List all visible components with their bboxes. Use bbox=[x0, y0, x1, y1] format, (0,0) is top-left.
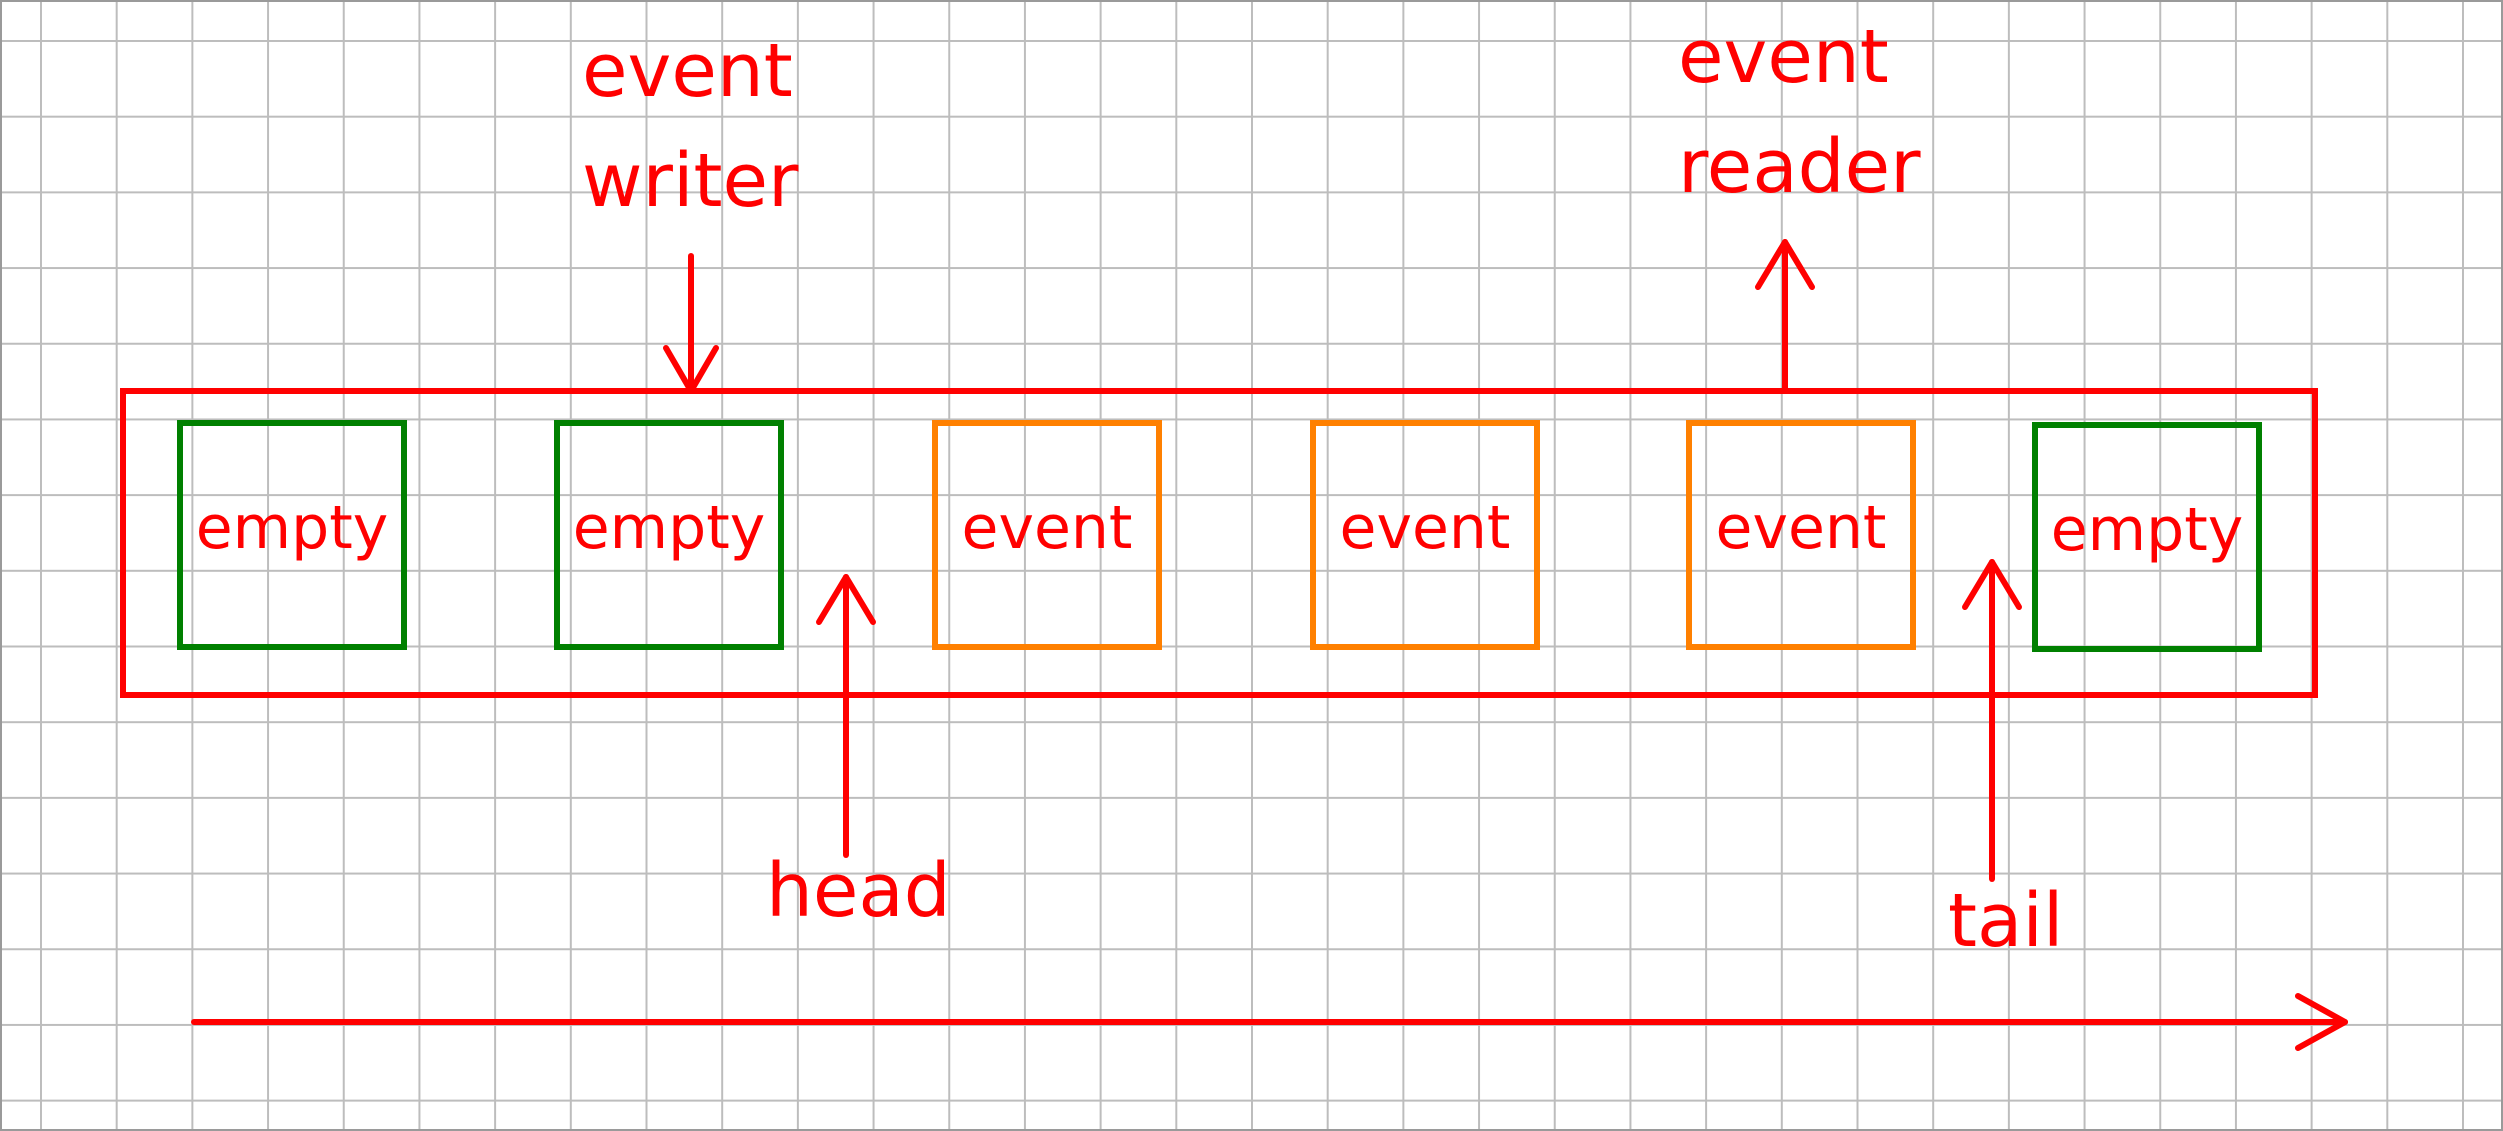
slot-label: event bbox=[1715, 493, 1887, 563]
event-writer-label-line2: writer bbox=[582, 138, 799, 224]
direction-arrow bbox=[191, 993, 2348, 1051]
event-writer-label-line1: event bbox=[582, 28, 793, 114]
buffer-slot: empty bbox=[2032, 422, 2262, 652]
slot-label: empty bbox=[2050, 495, 2244, 565]
buffer-slot: empty bbox=[177, 420, 407, 650]
event-reader-label-line1: event bbox=[1678, 14, 1889, 100]
writer-arrow bbox=[663, 253, 719, 394]
buffer-slot: event bbox=[1310, 420, 1540, 650]
slot-label: empty bbox=[195, 493, 389, 563]
tail-label: tail bbox=[1948, 878, 2064, 964]
slot-label: event bbox=[961, 493, 1133, 563]
event-reader-label-line2: reader bbox=[1678, 124, 1921, 210]
slot-label: empty bbox=[572, 493, 766, 563]
reader-arrow bbox=[1755, 239, 1815, 394]
slot-label: event bbox=[1339, 493, 1511, 563]
buffer-container bbox=[120, 388, 2318, 698]
head-label: head bbox=[766, 848, 951, 934]
tail-arrow bbox=[1962, 559, 2022, 882]
buffer-slot: event bbox=[1686, 420, 1916, 650]
head-arrow bbox=[816, 574, 876, 858]
buffer-slot: event bbox=[932, 420, 1162, 650]
buffer-slot: empty bbox=[554, 420, 784, 650]
